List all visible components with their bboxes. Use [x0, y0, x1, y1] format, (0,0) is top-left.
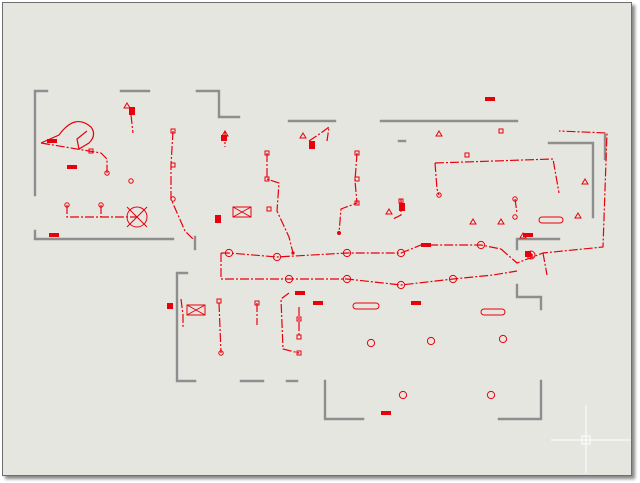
- outlet-icon: [299, 132, 307, 139]
- light-fixture-icon: [342, 274, 352, 284]
- tag-label-icon: [411, 301, 421, 305]
- tag-label-icon: [221, 135, 227, 141]
- switch-icon: [296, 316, 302, 322]
- building-walls: [33, 89, 607, 421]
- switch-icon: [354, 176, 360, 182]
- switch-icon: [354, 150, 360, 156]
- light-fixture-icon: [398, 390, 408, 400]
- tag-label-icon: [399, 203, 405, 211]
- switch-icon: [88, 148, 94, 154]
- switch-icon: [264, 176, 270, 182]
- switch-icon: [464, 152, 470, 158]
- switch-icon: [264, 150, 270, 156]
- switch-icon: [254, 300, 260, 306]
- ceiling-fan-icon: [126, 206, 148, 228]
- switch-icon: [170, 162, 176, 168]
- light-fixture-icon: [448, 274, 458, 284]
- tag-label-icon: [67, 165, 77, 169]
- linear-fixtures: [352, 216, 564, 316]
- switch-icon: [296, 350, 302, 356]
- light-fixtures: [64, 170, 536, 400]
- outlet-icon: [497, 218, 505, 225]
- tag-label-icon: [313, 301, 323, 305]
- outlet-icon: [574, 212, 582, 219]
- light-fixture-icon: [272, 252, 282, 262]
- electrical-panel-icon: [186, 304, 206, 316]
- light-fixture-icon: [366, 338, 376, 348]
- tag-label-icon: [381, 411, 391, 415]
- light-fixture-icon: [486, 390, 496, 400]
- outlet-icon: [581, 178, 589, 185]
- tag-label-icon: [215, 215, 221, 223]
- electrical-panel-icon: [232, 206, 252, 218]
- light-fixture-icon: [426, 336, 436, 346]
- light-fixture-icon: [342, 248, 352, 258]
- light-fixture-icon: [476, 240, 486, 250]
- switch-boxes: [88, 128, 504, 356]
- tag-label-icon: [129, 107, 135, 115]
- switch-icon: [296, 334, 302, 340]
- tag-label-icon: [525, 251, 531, 257]
- switch-icon: [170, 128, 176, 134]
- tag-label-icon: [295, 291, 305, 295]
- light-fixture-icon: [498, 334, 508, 344]
- floor-plan-canvas[interactable]: [3, 3, 631, 475]
- circuit-runs: [40, 114, 608, 354]
- outlet-icon: [435, 130, 443, 137]
- switch-icon: [266, 206, 272, 212]
- tag-label-icon: [421, 243, 431, 247]
- outlet-icon: [469, 218, 477, 225]
- tag-label-icon: [167, 303, 173, 309]
- switch-icon: [354, 200, 360, 206]
- tag-label-icon: [49, 233, 59, 237]
- tag-label-icon: [47, 139, 57, 143]
- circuit-tags: [47, 97, 533, 415]
- switch-icon: [216, 298, 222, 304]
- light-fixture-icon: [396, 248, 406, 258]
- tag-label-icon: [523, 233, 533, 237]
- crosshair-cursor-icon[interactable]: [551, 405, 631, 473]
- drawing-sheet[interactable]: [2, 2, 632, 476]
- light-fixture-icon: [284, 274, 294, 284]
- outlet-icon: [123, 102, 131, 109]
- switch-icon: [498, 128, 504, 134]
- light-fixture-icon: [224, 248, 234, 258]
- tag-label-icon: [309, 141, 315, 149]
- tag-label-icon: [485, 97, 495, 101]
- outlet-icon: [385, 208, 393, 215]
- light-fixture-icon: [396, 280, 406, 290]
